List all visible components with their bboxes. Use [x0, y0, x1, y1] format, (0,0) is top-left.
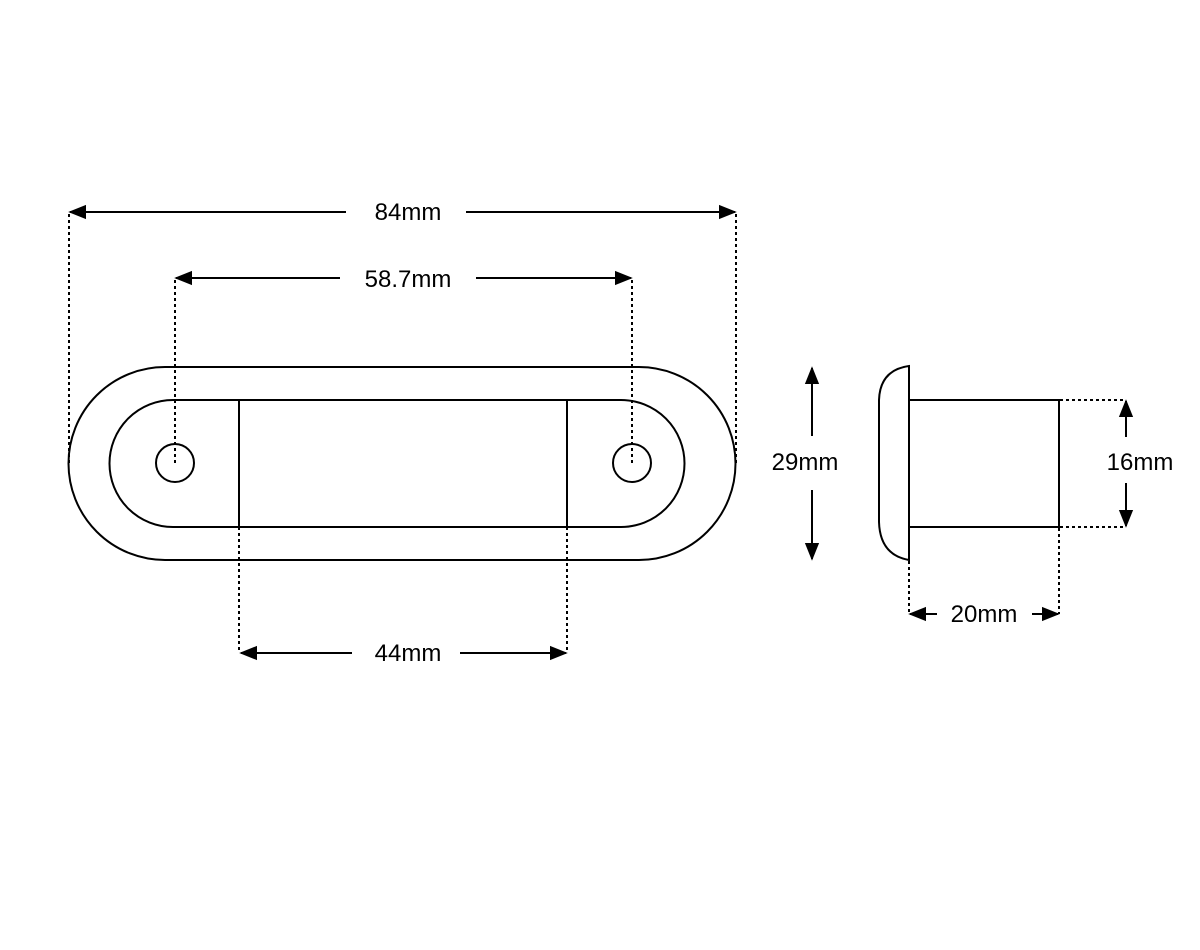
body-height-label: 16mm [1107, 449, 1174, 476]
overall-length-label: 84mm [375, 199, 442, 226]
flange-profile [878, 364, 910, 562]
front-view [67, 366, 737, 561]
dimension-hole-spacing: 58.7mm [174, 266, 633, 463]
body-depth-label: 20mm [951, 601, 1018, 628]
dimension-body-depth: 20mm [908, 528, 1060, 628]
outer-housing-outline [67, 366, 737, 561]
dimension-overall-length: 84mm [68, 199, 737, 463]
body-profile [908, 399, 1060, 528]
inner-bezel-outline [108, 399, 686, 528]
hole-spacing-label: 58.7mm [365, 266, 452, 293]
lens-width-label: 44mm [375, 640, 442, 667]
side-view [878, 364, 1060, 562]
dimension-body-height: 16mm [1060, 399, 1174, 528]
dimension-lens-width: 44mm [238, 527, 568, 667]
height-label: 29mm [772, 449, 839, 476]
dimension-height: 29mm [772, 366, 839, 561]
